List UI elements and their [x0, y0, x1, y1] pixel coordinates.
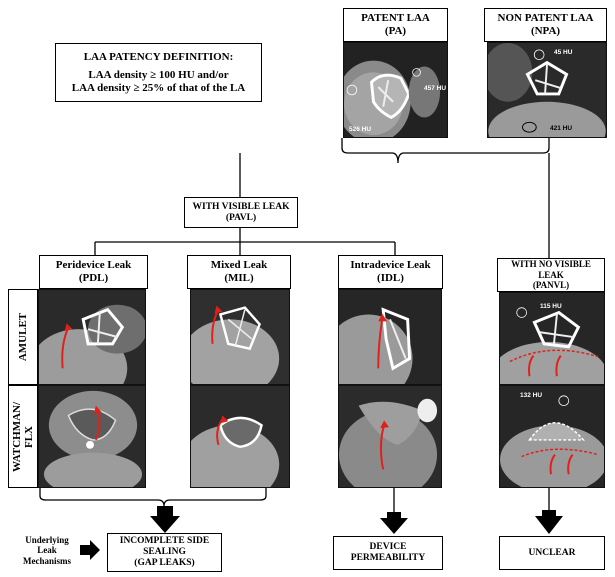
non-patent-laa-label: NON PATENT LAA — [497, 12, 594, 25]
patent-laa-label: PATENT LAA — [361, 12, 430, 25]
panvl-abbr: (PANVL) — [532, 280, 570, 291]
mil-label: Mixed Leak — [210, 259, 268, 272]
gap-leaks-line-3: (GAP LEAKS) — [134, 557, 195, 568]
unclear-box: UNCLEAR — [499, 536, 605, 570]
row-label-amulet: AMULET — [8, 289, 38, 385]
amulet-mil-ct-image — [190, 289, 290, 385]
non-patent-laa-box: NON PATENT LAA (NPA) — [484, 8, 607, 42]
watchman-panvl-ct-image: 132 HU — [499, 385, 605, 488]
panvl-hu-label-a: 115 HU — [540, 303, 562, 310]
definition-line-1: LAA density ≥ 100 HU and/or — [88, 69, 229, 82]
panvl-label-2: LEAK — [538, 269, 564, 280]
mechanisms-label-line-3: Mechanisms — [23, 555, 71, 566]
mil-abbr: (MIL) — [224, 272, 254, 284]
patent-laa-box: PATENT LAA (PA) — [343, 8, 448, 42]
non-patent-hu-label-b: 421 HU — [550, 125, 573, 132]
pdl-abbr: (PDL) — [78, 272, 109, 284]
amulet-pdl-ct-image — [38, 289, 146, 385]
pdl-header-box: Peridevice Leak (PDL) — [39, 255, 148, 289]
gap-leaks-box: INCOMPLETE SIDE SEALING (GAP LEAKS) — [107, 533, 222, 572]
mechanisms-label-line-1: Underlying — [25, 535, 69, 545]
watchman-pdl-ct-image — [38, 385, 146, 488]
mechanisms-label: Underlying Leak Mechanisms — [12, 535, 82, 566]
watchman-label: WATCHMAN/FLX — [11, 401, 35, 471]
idl-header-box: Intradevice Leak (IDL) — [338, 255, 443, 289]
non-patent-hu-label-a: 45 HU — [554, 49, 573, 56]
watchman-label-line-2: FLX — [23, 425, 35, 448]
definition-line-2: LAA density ≥ 25% of that of the LA — [71, 81, 246, 94]
unclear-label: UNCLEAR — [528, 547, 576, 558]
panvl-label-1: WITH NO VISIBLE — [511, 259, 591, 270]
mil-header-box: Mixed Leak (MIL) — [187, 255, 291, 289]
amulet-idl-ct-image — [338, 289, 442, 385]
watchman-idl-ct-image — [338, 385, 442, 488]
patent-laa-ct-image: 457 HU 526 HU — [343, 42, 448, 138]
device-permeability-line-1: DEVICE — [369, 542, 407, 553]
panvl-header-box: WITH NO VISIBLE LEAK (PANVL) — [497, 258, 605, 292]
panvl-hu-label-b: 132 HU — [520, 392, 543, 399]
amulet-panvl-ct-image: 115 HU — [499, 292, 605, 385]
device-permeability-line-2: PERMEABILITY — [350, 553, 426, 563]
row-label-watchman: WATCHMAN/FLX — [8, 385, 38, 488]
patent-hu-label-a: 457 HU — [424, 85, 447, 92]
definition-title: LAA PATENCY DEFINITION: — [83, 50, 234, 63]
amulet-label: AMULET — [16, 312, 29, 362]
idl-abbr: (IDL) — [377, 272, 404, 284]
device-permeability-box: DEVICE PERMEABILITY — [333, 536, 443, 570]
watchman-mil-ct-image — [190, 385, 290, 488]
visible-leak-abbr: (PAVL) — [225, 212, 257, 223]
non-patent-laa-abbr: (NPA) — [530, 25, 561, 37]
mechanisms-label-line-2: Leak — [37, 545, 57, 556]
visible-leak-box: WITH VISIBLE LEAK (PAVL) — [184, 197, 298, 228]
patent-laa-abbr: (PA) — [384, 25, 407, 37]
visible-leak-label: WITH VISIBLE LEAK — [192, 201, 290, 212]
pdl-label: Peridevice Leak — [55, 259, 132, 272]
patent-hu-label-b: 526 HU — [349, 126, 372, 133]
gap-leaks-line-1: INCOMPLETE SIDE — [119, 536, 210, 547]
non-patent-laa-ct-image: 45 HU 421 HU — [487, 42, 607, 138]
idl-label: Intradevice Leak — [350, 259, 431, 272]
patency-definition-box: LAA PATENCY DEFINITION: LAA density ≥ 10… — [55, 43, 262, 102]
watchman-label-line-1: WATCHMAN/ — [10, 401, 23, 472]
gap-leaks-line-2: SEALING — [143, 547, 186, 558]
